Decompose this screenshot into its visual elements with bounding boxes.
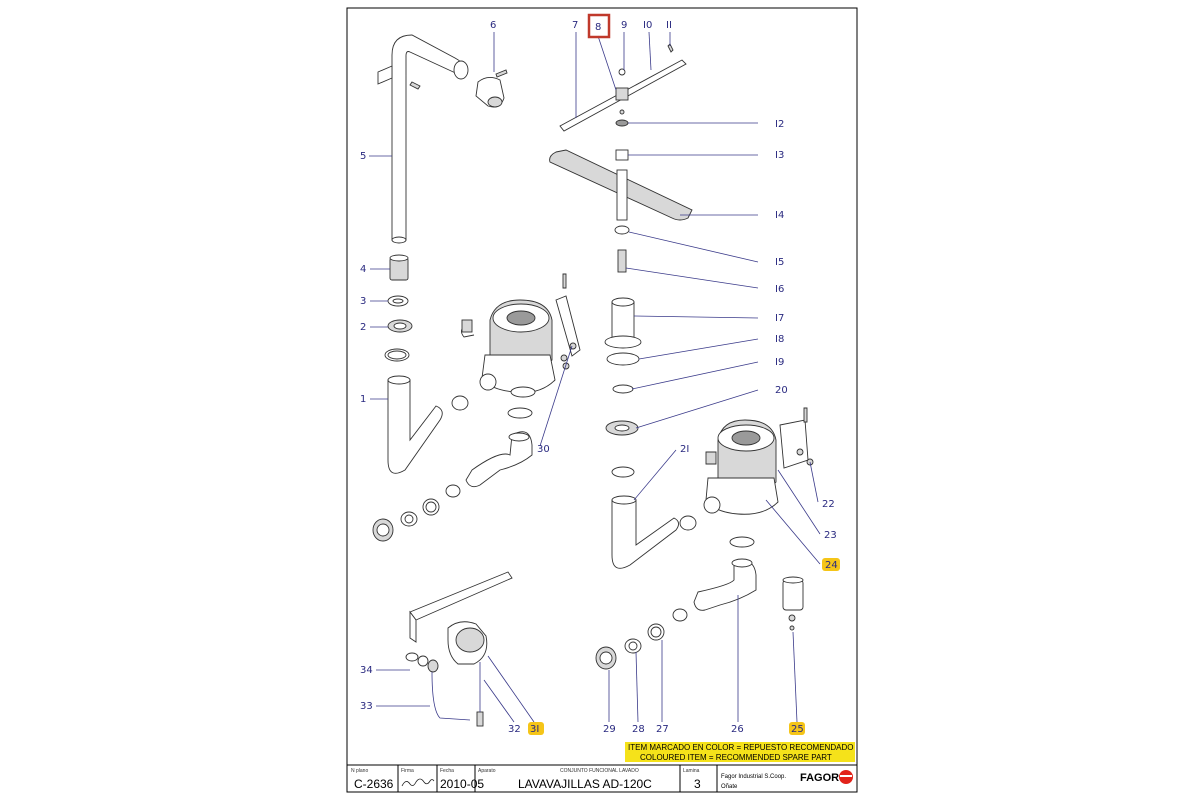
callout-25: 25	[791, 724, 804, 735]
leader-lines	[369, 31, 821, 723]
callout-28: 28	[632, 724, 645, 735]
sheet-label: Lamina	[683, 768, 700, 774]
sheet-number: 3	[694, 777, 701, 791]
callout-labels: 6 5 4 3 2 1 7 8 9 I0 II I2 I3 I4 I5 I6 I…	[360, 13, 840, 735]
legend-line-2: COLOURED ITEM = RECOMMENDED SPARE PART	[640, 753, 832, 762]
callout-3: 3	[360, 296, 366, 307]
callout-17: I7	[775, 313, 784, 324]
callout-6: 6	[490, 20, 496, 31]
callout-34: 34	[360, 665, 373, 676]
callout-8[interactable]: 8	[595, 22, 601, 33]
callout-15: I5	[775, 257, 784, 268]
wash-arm-stack	[549, 43, 697, 569]
title-block: N plano C-2636 Firma Fecha 2010-05 Apara…	[346, 764, 858, 793]
callout-21: 2I	[680, 444, 689, 455]
plan-number: C-2636	[354, 777, 394, 791]
callout-18: I8	[775, 334, 784, 345]
signature-label: Firma	[401, 768, 414, 774]
callout-11: II	[666, 20, 672, 31]
heater-valve-assembly	[405, 571, 513, 727]
callout-27: 27	[656, 724, 669, 735]
right-lower-hose	[595, 536, 757, 670]
callout-32: 32	[508, 724, 521, 735]
right-circulation-pump	[703, 407, 814, 515]
date-label: Fecha	[440, 768, 454, 774]
callout-9: 9	[621, 20, 627, 31]
company-name: Fagor Industrial S.Coop.	[721, 774, 786, 780]
legend-background	[625, 742, 855, 762]
callout-30: 30	[537, 444, 550, 455]
callout-26: 26	[731, 724, 744, 735]
callout-23: 23	[824, 530, 837, 541]
set-label: CONJUNTO FUNCIONAL LAVADO	[560, 768, 639, 774]
capacitor-part	[782, 576, 804, 631]
selection-box[interactable]	[587, 13, 611, 39]
callout-25-highlight	[789, 722, 805, 735]
device-name: LAVAVAJILLAS AD-120C	[518, 777, 652, 791]
fagor-logo-text: FAGOR	[800, 772, 839, 784]
legend-line-1: ITEM MARCADO EN COLOR = REPUESTO RECOMEN…	[628, 743, 853, 752]
left-lower-hose	[372, 395, 533, 542]
callout-19: I9	[775, 357, 784, 368]
callout-14: I4	[775, 210, 784, 221]
spare-part-legend: ITEM MARCADO EN COLOR = REPUESTO RECOMEN…	[625, 742, 855, 762]
inlet-pipe-assembly	[377, 34, 508, 474]
callout-10: I0	[643, 20, 652, 31]
date-value: 2010-05	[440, 777, 484, 791]
callout-29: 29	[603, 724, 616, 735]
callout-24: 24	[825, 560, 838, 571]
callout-24-highlight	[822, 558, 840, 571]
callout-33: 33	[360, 701, 373, 712]
signature-scribble	[401, 778, 435, 787]
callout-13: I3	[775, 150, 784, 161]
callout-31: 3I	[530, 724, 539, 735]
callout-4: 4	[360, 264, 366, 275]
plan-label: N plano	[351, 768, 368, 774]
callout-31-highlight	[528, 722, 544, 735]
callout-16: I6	[775, 284, 784, 295]
callout-5: 5	[360, 151, 366, 162]
callout-12: I2	[775, 119, 784, 130]
callout-1: 1	[360, 394, 366, 405]
device-label: Aparato	[478, 768, 496, 774]
callout-22: 22	[822, 499, 835, 510]
callout-7: 7	[572, 20, 578, 31]
callout-20: 20	[775, 385, 788, 396]
callout-2: 2	[360, 322, 366, 333]
company-city: Oñate	[721, 784, 738, 790]
left-wash-pump	[461, 273, 581, 398]
